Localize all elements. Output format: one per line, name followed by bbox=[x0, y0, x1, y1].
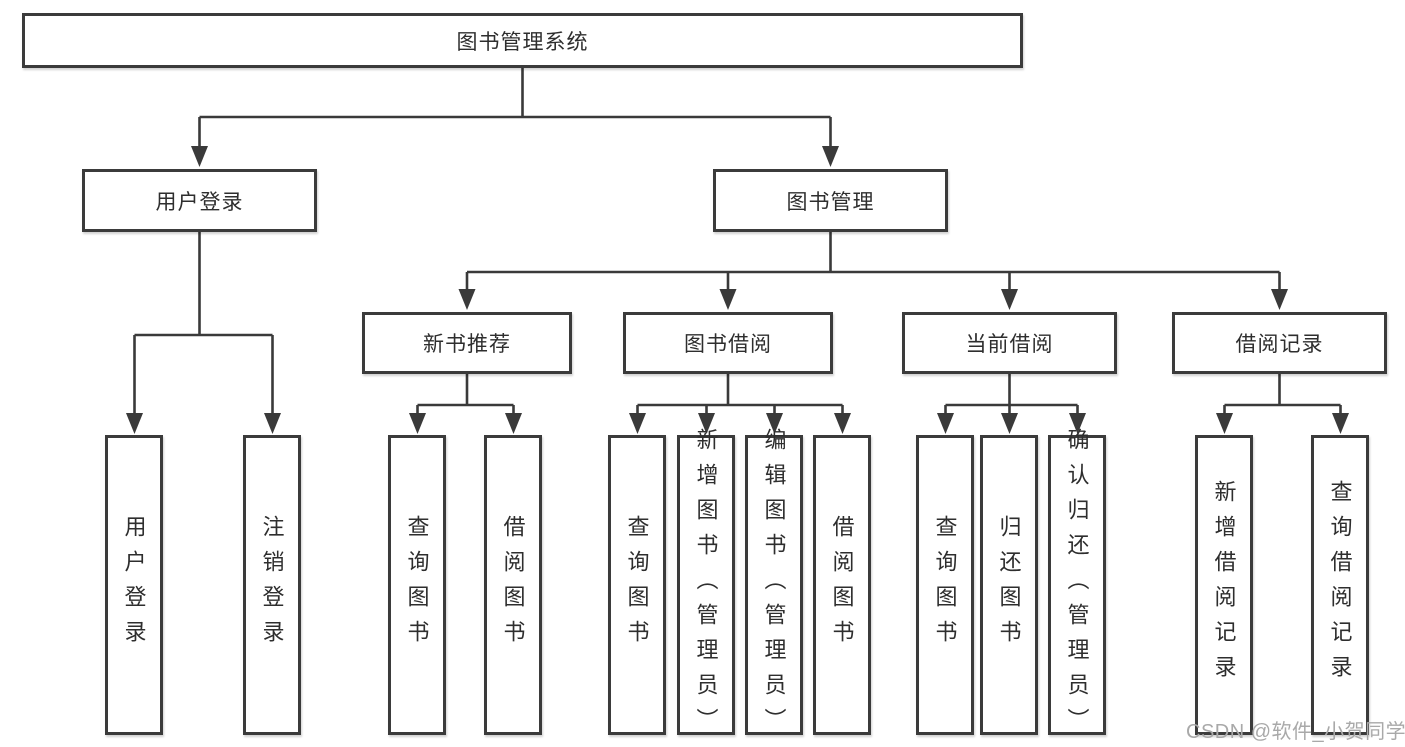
node-new-book-recommendation: 新书推荐 bbox=[362, 312, 572, 374]
leaf-label: 新增借阅记录 bbox=[1211, 480, 1237, 690]
leaf-add-book-admin: 新增图书（管理员） bbox=[677, 428, 735, 743]
arrow-down-icon bbox=[937, 413, 954, 434]
arrow-down-icon bbox=[1216, 413, 1233, 434]
arrow-down-icon bbox=[264, 413, 281, 434]
leaf-label: 确认归还（管理员） bbox=[1064, 427, 1090, 743]
leaf-query-books-current: 查询图书 bbox=[916, 435, 974, 735]
node-borrowing-records: 借阅记录 bbox=[1172, 312, 1387, 374]
leaf-add-borrow-record: 新增借阅记录 bbox=[1195, 435, 1253, 735]
arrow-down-icon bbox=[1001, 413, 1018, 434]
leaf-borrow-books: 借阅图书 bbox=[813, 435, 871, 735]
watermark: CSDN @软件_小贺同学 bbox=[1186, 721, 1405, 743]
leaf-label: 编辑图书（管理员） bbox=[761, 427, 787, 743]
arrow-down-icon bbox=[719, 289, 737, 310]
leaf-label: 查询图书 bbox=[404, 515, 430, 655]
leaf-query-books-recommend: 查询图书 bbox=[388, 435, 446, 735]
node-library-management-system: 图书管理系统 bbox=[22, 13, 1023, 68]
node-book-management: 图书管理 bbox=[713, 169, 948, 232]
arrow-down-icon bbox=[822, 146, 839, 167]
arrow-down-icon bbox=[698, 413, 715, 434]
node-current-borrowing: 当前借阅 bbox=[902, 312, 1117, 374]
arrow-down-icon bbox=[505, 413, 522, 434]
leaf-label: 查询图书 bbox=[624, 515, 650, 655]
arrowheads bbox=[126, 146, 1349, 434]
leaf-edit-book-admin: 编辑图书（管理员） bbox=[745, 428, 803, 743]
node-user-login: 用户登录 bbox=[82, 169, 317, 232]
leaf-logout: 注销登录 bbox=[243, 435, 301, 735]
leaf-label: 借阅图书 bbox=[829, 515, 855, 655]
leaf-label: 归还图书 bbox=[996, 515, 1022, 655]
leaf-user-login: 用户登录 bbox=[105, 435, 163, 735]
arrow-down-icon bbox=[1001, 289, 1018, 310]
arrow-down-icon bbox=[834, 413, 851, 434]
arrow-down-icon bbox=[126, 413, 143, 434]
leaf-label: 查询借阅记录 bbox=[1327, 480, 1353, 690]
leaf-label: 查询图书 bbox=[932, 515, 958, 655]
leaf-query-books-borrowing: 查询图书 bbox=[608, 435, 666, 735]
arrow-down-icon bbox=[766, 413, 783, 434]
leaf-label: 用户登录 bbox=[121, 515, 147, 655]
node-book-borrowing: 图书借阅 bbox=[623, 312, 833, 374]
arrow-down-icon bbox=[1332, 413, 1349, 434]
leaf-borrow-books-recommend: 借阅图书 bbox=[484, 435, 542, 735]
leaf-label: 注销登录 bbox=[259, 515, 285, 655]
leaf-query-borrow-record: 查询借阅记录 bbox=[1311, 435, 1369, 735]
arrow-down-icon bbox=[191, 146, 208, 167]
arrow-down-icon bbox=[458, 289, 476, 310]
leaf-label: 借阅图书 bbox=[500, 515, 526, 655]
leaf-confirm-return-admin: 确认归还（管理员） bbox=[1048, 428, 1106, 743]
connector-path bbox=[133, 68, 1342, 415]
arrow-down-icon bbox=[1069, 413, 1086, 434]
leaf-label: 新增图书（管理员） bbox=[693, 427, 719, 743]
arrow-down-icon bbox=[629, 413, 646, 434]
arrow-down-icon bbox=[1271, 289, 1288, 310]
leaf-return-books: 归还图书 bbox=[980, 435, 1038, 735]
arrow-down-icon bbox=[409, 413, 426, 434]
